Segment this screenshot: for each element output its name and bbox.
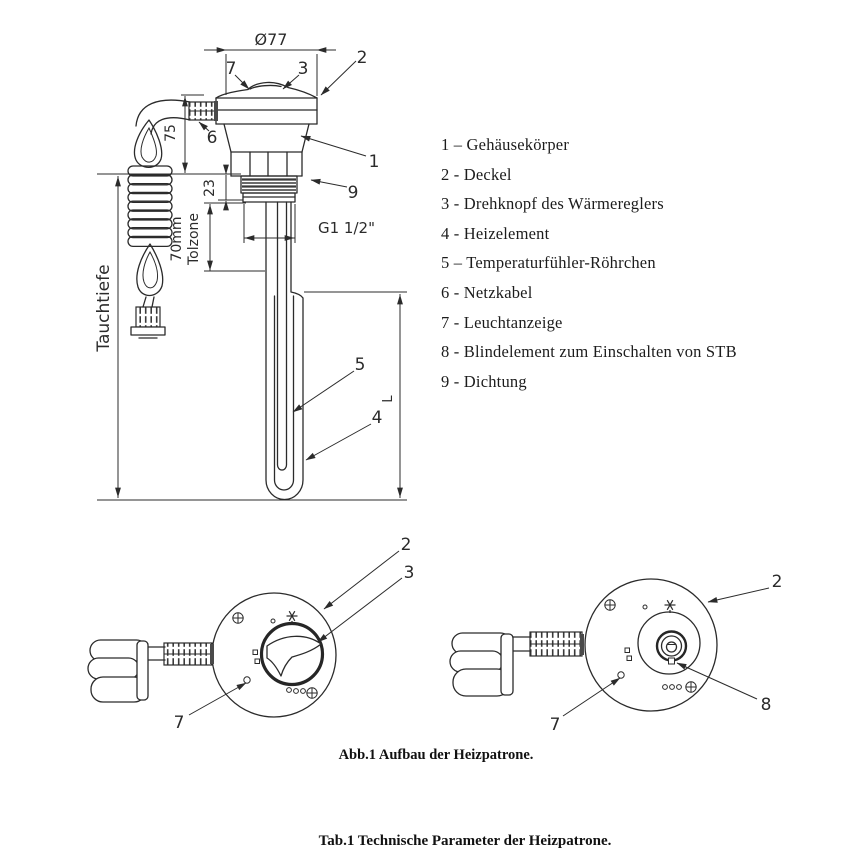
legend-item: 5 – Temperaturfühler-Röhrchen <box>441 253 656 273</box>
dim-immersion-depth-label: Tauchtiefe <box>94 264 114 352</box>
screw-icon <box>685 681 697 693</box>
callout-blind-2: 2 <box>772 572 783 592</box>
dim-23-label: 23 <box>202 179 218 197</box>
dim-diameter-label: Ø77 <box>255 30 288 49</box>
legend-item: 7 - Leuchtanzeige <box>441 312 563 332</box>
frost-protection-icon <box>664 599 676 613</box>
dim-dead-zone-value-label: 70mm <box>169 216 185 261</box>
scale-mark <box>626 655 632 661</box>
dim-dead-zone: 70mm Tolzone <box>169 202 265 272</box>
legend-item: 4 - Heizelement <box>441 223 550 243</box>
heater-head <box>188 81 318 203</box>
dim-thread-size-label: G1 1/2" <box>318 219 375 237</box>
table-caption: Tab.1 Technische Parameter der Heizpatro… <box>318 833 612 849</box>
callout-4: 4 <box>372 408 383 428</box>
scale-dots-max <box>662 684 682 690</box>
dim-75-label: 75 <box>163 124 179 142</box>
plug <box>449 632 514 697</box>
callout-9: 9 <box>348 183 359 203</box>
screw-icon <box>232 612 244 624</box>
plug-small <box>130 306 166 339</box>
knob-lever[interactable] <box>266 635 322 677</box>
legend-item: 6 - Netzkabel <box>441 282 533 302</box>
indicator-light <box>617 671 625 679</box>
scale-dot <box>642 604 648 610</box>
stb-blind-element[interactable] <box>655 630 688 665</box>
gasket <box>240 175 298 194</box>
plug <box>87 639 149 703</box>
sensor-capillary <box>276 201 288 471</box>
scale-mark <box>624 647 630 653</box>
figure-caption: Abb.1 Aufbau der Heizpatrone. <box>338 747 534 763</box>
scale-mark <box>254 658 260 664</box>
dim-length: L <box>381 294 403 498</box>
legend-item: 2 - Deckel <box>441 164 512 184</box>
callout-2: 2 <box>357 48 368 68</box>
callout-knob-2: 2 <box>401 535 412 555</box>
knob-recess <box>637 611 701 675</box>
dim-dead-zone-name-label: Tolzone <box>186 213 202 266</box>
callout-blind-8: 8 <box>761 695 772 715</box>
legend-item: 3 - Drehknopf des Wärmereglers <box>441 194 664 214</box>
callout-3: 3 <box>298 59 309 79</box>
callout-blind-7: 7 <box>550 715 561 735</box>
callout-knob-7: 7 <box>174 713 185 733</box>
legend-item: 1 – Gehäusekörper <box>441 135 570 154</box>
legend-item: 8 - Blindelement zum Einschalten von STB <box>441 342 737 362</box>
dim-diameter: Ø77 <box>204 30 336 96</box>
scale-dots-max <box>286 687 306 694</box>
power-cord <box>127 99 191 339</box>
cap-top-view-blind-element: 2 8 7 <box>449 572 783 735</box>
dim-23: 23 <box>202 164 243 211</box>
heater-main-view: Ø77 <box>94 30 407 501</box>
scale-mark <box>252 649 258 655</box>
callout-6: 6 <box>207 128 218 148</box>
dim-immersion-depth: Tauchtiefe <box>94 176 121 498</box>
dim-thread-size: G1 1/2" <box>243 204 375 243</box>
callout-knob-3: 3 <box>404 563 415 583</box>
scale-dot <box>270 618 276 624</box>
callout-7: 7 <box>226 59 237 79</box>
legend-item: 9 - Dichtung <box>441 371 527 391</box>
dim-length-label: L <box>381 395 396 403</box>
parts-legend: 1 – Gehäusekörper 2 - Deckel 3 - Drehkno… <box>441 130 801 396</box>
cord-coil <box>127 165 173 248</box>
cable-gland <box>188 101 218 121</box>
cap-top-view-with-knob: 2 3 7 <box>87 535 415 733</box>
callout-5: 5 <box>355 355 366 375</box>
cap-outline <box>584 578 718 712</box>
callout-1: 1 <box>369 152 380 172</box>
dim-75: 75 <box>163 94 204 173</box>
indicator-light <box>243 676 251 684</box>
frost-protection-icon <box>286 610 298 625</box>
heating-element-tube <box>265 201 304 501</box>
screw-icon <box>604 599 616 611</box>
screw-icon <box>306 687 318 699</box>
